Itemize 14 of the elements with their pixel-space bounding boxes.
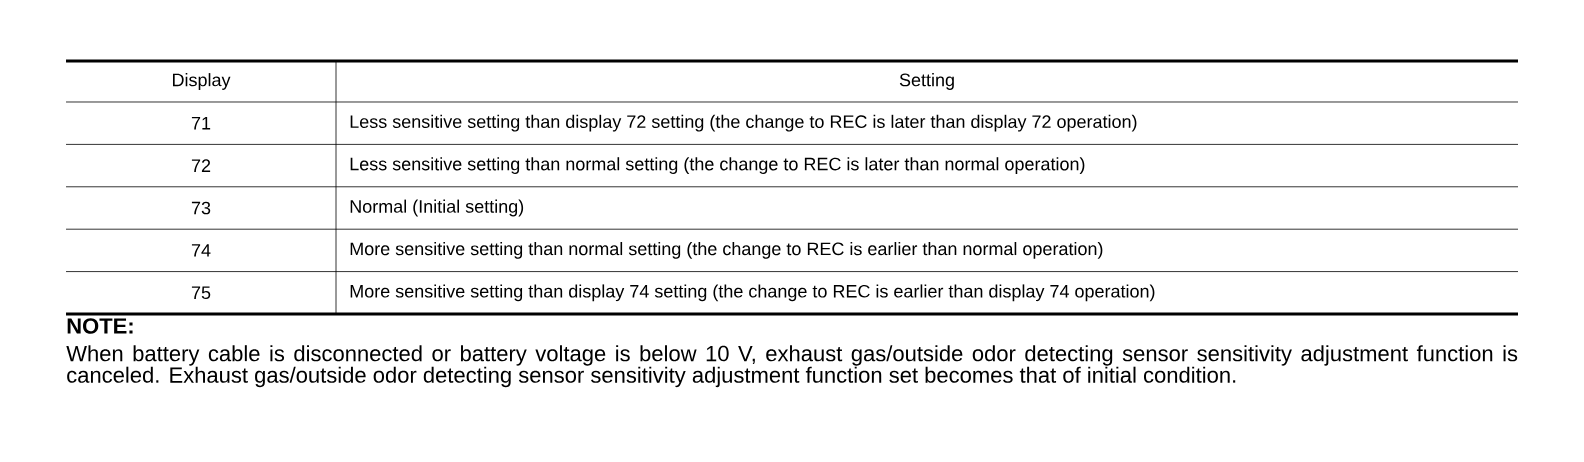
table-cell: Normal (Initial setting) [350,199,524,217]
table-cell: More sensitive setting than normal setting (the change to REC is earlier than normal operation) [350,242,1103,259]
table-cell: 73 [191,201,211,215]
table-cell: 75 [191,286,211,300]
table-cell: 74 [191,244,211,257]
table-header: Setting [899,73,954,90]
note-heading: NOTE: [67,318,133,334]
table-cell: 71 [191,117,211,130]
table-cell: More sensitive setting than display 74 setting (the change to REC is earlier than display 74 operation) [350,284,1155,302]
table-cell: Less sensitive setting than normal setting (the change to REC is later than normal operation) [350,157,1085,174]
table-header: Display [173,73,231,90]
note-text: When battery cable is disconnected or battery voltage is below 10 V, exhaust gas/outside odor detecting sensor sensitivity adjustment function is canceled. Exhaust gas/outside odor detecting sensor sensitivity adjustment function set becomes that of initial condition. [66,345,1518,388]
table-cell: 72 [191,159,211,172]
table-cell: Less sensitive setting than display 72 setting (the change to REC is later than display 72 operation) [350,114,1137,132]
